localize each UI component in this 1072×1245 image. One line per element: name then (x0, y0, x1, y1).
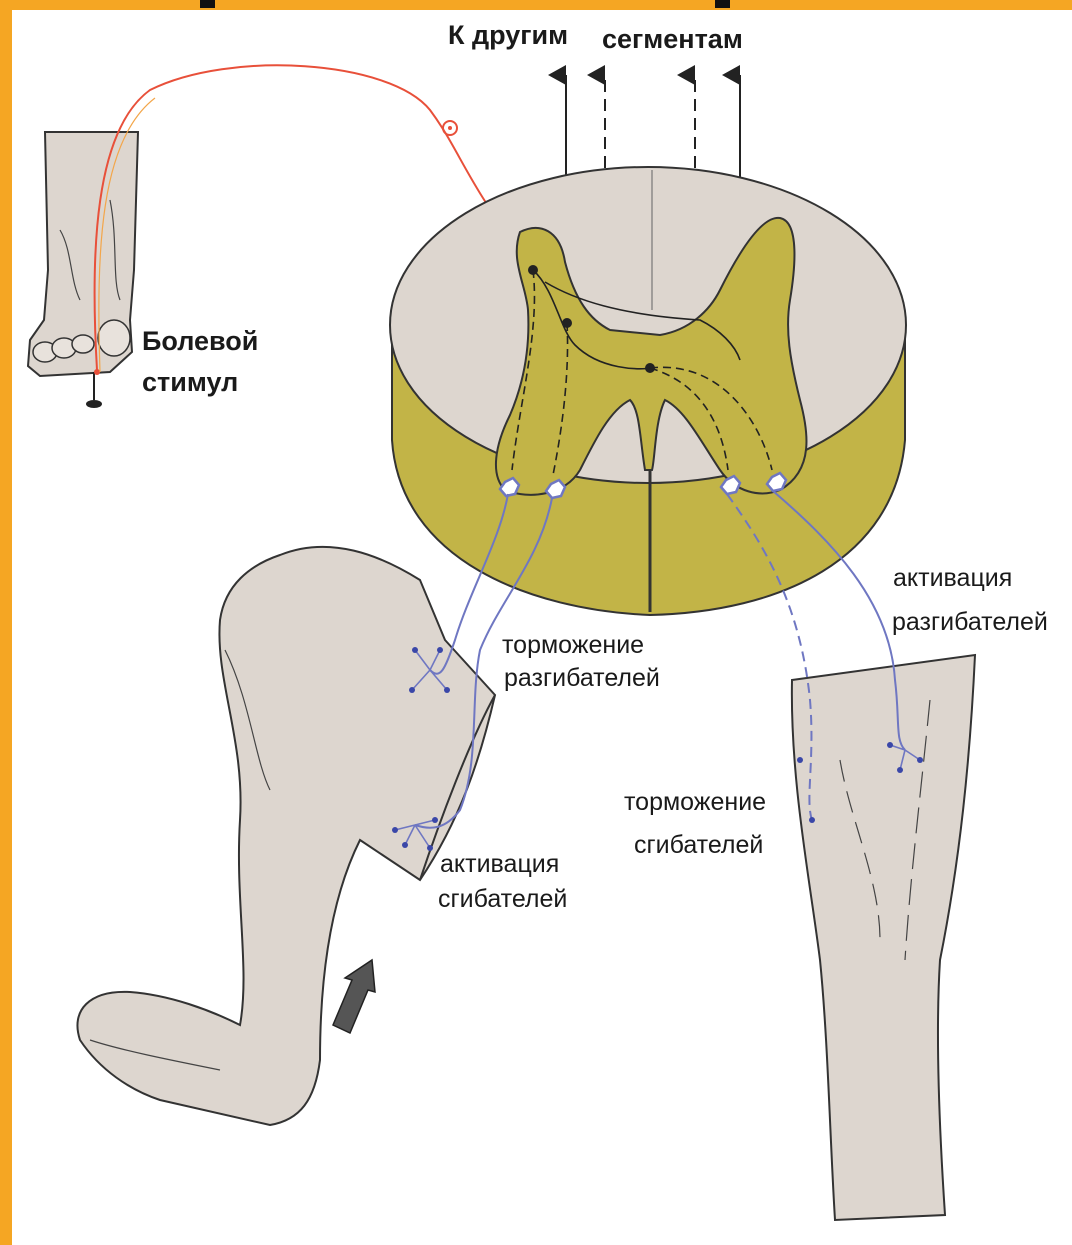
label-pain-2: стимул (142, 367, 238, 398)
spinal-cord-section (390, 167, 906, 615)
label-extensor-inhibition-1: торможение (502, 631, 644, 660)
label-extensor-activation-2: разгибателей (892, 608, 1048, 637)
straight-leg (792, 655, 975, 1220)
label-flexor-inhibition-1: торможение (624, 788, 766, 817)
stimulated-foot (28, 132, 138, 408)
label-to-other: К другим (448, 20, 568, 51)
label-flexor-inhibition-2: сгибателей (634, 831, 763, 860)
label-extensor-activation-1: активация (893, 564, 1012, 593)
label-flexor-activation-2: сгибателей (438, 885, 567, 914)
label-flexor-activation-1: активация (440, 850, 559, 879)
label-extensor-inhibition-2: разгибателей (504, 664, 660, 693)
movement-arrow-icon (333, 960, 375, 1033)
label-pain-1: Болевой (142, 326, 258, 357)
label-segments: сегментам (602, 24, 743, 55)
flexed-leg (77, 547, 495, 1125)
